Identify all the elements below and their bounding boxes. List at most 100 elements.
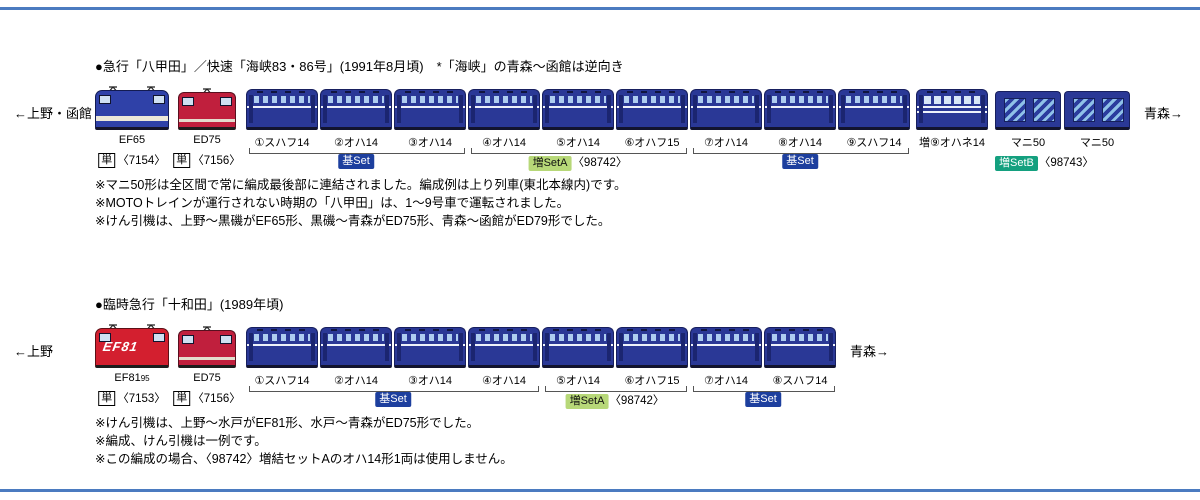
door-left: [693, 95, 697, 123]
windows-row: [846, 96, 902, 103]
car-label: ⑧スハフ14: [772, 375, 828, 387]
loco-set-info: 単〈7153〉: [98, 390, 166, 406]
door-left: [471, 333, 475, 361]
vehicle-coach: [838, 82, 910, 130]
set-item-number: 〈98743〉: [1038, 157, 1094, 169]
door-left: [841, 95, 845, 123]
vehicle-coach: [394, 320, 466, 368]
cab-window: [99, 333, 111, 342]
note-line: ※この編成の場合、〈98742〉増結セットAのオハ14形1両は使用しません。: [95, 452, 513, 466]
door-right: [755, 333, 759, 361]
set-badge: 基Set: [782, 154, 818, 169]
door-right: [607, 95, 611, 123]
door-left: [693, 333, 697, 361]
notes: ※けん引機は、上野～水戸がEF81形、水戸～青森がED75形でした。※編成、けん…: [95, 414, 513, 468]
loco-body: [178, 92, 236, 130]
formation-section-towada: ●臨時急行「十和田」(1989年頃) ←上野 青森→ ※けん引機は、上野～水戸が…: [0, 294, 1200, 500]
vehicle-coach: [320, 320, 392, 368]
car-label: ⑨スハフ14: [846, 137, 902, 149]
door-right: [459, 333, 463, 361]
car-label: ⑦オハ14: [703, 375, 749, 387]
set-badge: 基Set: [375, 392, 411, 407]
set-badge-row: 基Set: [782, 154, 818, 169]
coach-body: [468, 89, 540, 130]
coach-body: [764, 89, 836, 130]
windows-row: [698, 334, 754, 341]
door-left: [545, 95, 549, 123]
coach-body: [616, 327, 688, 368]
loco-set-info: 単〈7156〉: [173, 152, 241, 168]
door-left: [619, 333, 623, 361]
vehicle-coach: [616, 82, 688, 130]
door-left: [767, 95, 771, 123]
vehicle-coach: [246, 82, 318, 130]
vehicle-coach: [320, 82, 392, 130]
top-rule: [0, 7, 1200, 10]
set-badge-row: 基Set: [338, 154, 374, 169]
white-stripe: [617, 106, 687, 108]
loco-set-info: 単〈7156〉: [173, 390, 241, 406]
door-left: [323, 333, 327, 361]
white-stripe: [321, 344, 391, 346]
coach-body: [246, 327, 318, 368]
white-stripe: [617, 344, 687, 346]
loco-body: [95, 90, 169, 130]
set-badge-row: 増SetB〈98743〉: [995, 154, 1094, 171]
vehicle-coach: [764, 320, 836, 368]
coach-body: [690, 89, 762, 130]
coach-body: [764, 327, 836, 368]
vehicle-mani: [1064, 82, 1130, 130]
windows-row: [924, 96, 980, 104]
vehicle-sleeper: [916, 82, 988, 130]
white-stripe: [543, 106, 613, 108]
door-left: [919, 95, 923, 123]
notes: ※マニ50形は全区間で常に編成最後部に連結されました。編成例は上り列車(東北本線…: [95, 176, 626, 230]
sliding-door-panel: [1102, 98, 1124, 122]
set-badge: 増SetA: [528, 156, 572, 171]
group-bracket: [693, 386, 835, 392]
car-label: ①スハフ14: [254, 375, 310, 387]
windows-row: [624, 334, 680, 341]
white-stripe: [691, 344, 761, 346]
car-label: ④オハ14: [481, 375, 527, 387]
group-bracket: [249, 148, 465, 154]
direction-label-right: 青森→: [1144, 106, 1184, 121]
loco-stripe: [96, 116, 168, 121]
loco-body: EF81: [95, 328, 169, 368]
door-right: [829, 95, 833, 123]
vehicle-coach: [690, 82, 762, 130]
set-badge: 増SetA: [565, 394, 609, 409]
formation-section-hakkoda-kaikyo: ●急行「八甲田」／快速「海峡83・86号」(1991年8月頃) *「海峡」の青森…: [0, 56, 1200, 291]
car-label: ⑦オハ14: [703, 137, 749, 149]
door-right: [385, 333, 389, 361]
sliding-door-panel: [1004, 98, 1026, 122]
car-label: ⑤オハ14: [555, 137, 601, 149]
door-left: [397, 333, 401, 361]
door-right: [533, 95, 537, 123]
set-item-number: 〈98742〉: [572, 157, 628, 169]
cab-window: [153, 333, 165, 342]
coach-body: [838, 89, 910, 130]
white-stripe: [543, 344, 613, 346]
section-title: ●臨時急行「十和田」(1989年頃): [95, 297, 284, 312]
door-left: [323, 95, 327, 123]
windows-row: [328, 334, 384, 341]
vehicle-coach: [246, 320, 318, 368]
luggage-car-body: [995, 91, 1061, 130]
bottom-rule: [0, 489, 1200, 492]
set-badge: 基Set: [338, 154, 374, 169]
note-line: ※けん引機は、上野～水戸がEF81形、水戸～青森がED75形でした。: [95, 416, 480, 430]
group-bracket: [545, 386, 687, 392]
car-label: ED75: [193, 372, 221, 384]
windows-row: [254, 334, 310, 341]
car-label: 増⑨オハネ14: [918, 137, 986, 149]
cab-window: [220, 97, 232, 106]
door-left: [249, 95, 253, 123]
vehicle-coach: [690, 320, 762, 368]
set-badge: 増SetB: [995, 156, 1038, 171]
white-stripe: [765, 106, 835, 108]
white-stripe: [839, 106, 909, 108]
white-stripe: [321, 106, 391, 108]
door-right: [755, 95, 759, 123]
set-badge: 基Set: [745, 392, 781, 407]
